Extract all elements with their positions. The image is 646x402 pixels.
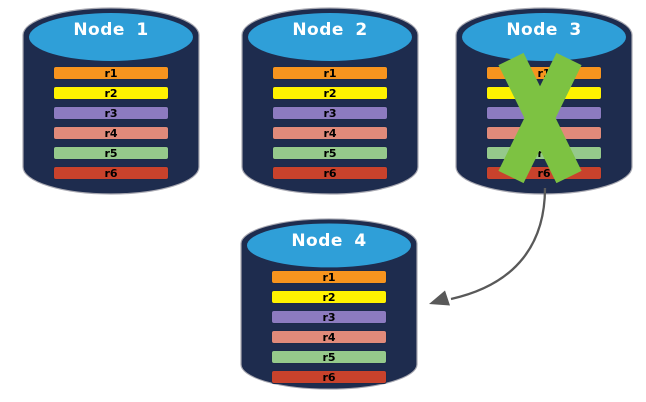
record-label: r6 (323, 166, 337, 180)
record-bar-r3: r3 (486, 106, 602, 120)
cylinder-top (462, 13, 626, 61)
record-label: r1 (322, 270, 336, 284)
record-label: r4 (322, 330, 336, 344)
node-1: Node 1 r1 r2 r3 r4 r5 r6 (22, 7, 200, 195)
record-label: r2 (323, 86, 337, 100)
node-title: Node 1 (73, 20, 149, 40)
record-label: r5 (537, 146, 551, 160)
node-2: Node 2 r1 r2 r3 r4 r5 r6 (241, 7, 419, 195)
record-bar-r2: r2 (272, 86, 388, 100)
record-label: r2 (537, 86, 551, 100)
record-list: r1 r2 r3 r4 r5 r6 (486, 66, 602, 180)
cylinder-top (29, 13, 193, 61)
record-label: r6 (322, 370, 336, 384)
record-bar-r1: r1 (486, 66, 602, 80)
record-list: r1 r2 r3 r4 r5 r6 (271, 270, 387, 384)
record-bar-r4: r4 (486, 126, 602, 140)
record-bar-r2: r2 (486, 86, 602, 100)
record-bar-r1: r1 (53, 66, 169, 80)
record-list: r1 r2 r3 r4 r5 r6 (272, 66, 388, 180)
record-bar-r6: r6 (486, 166, 602, 180)
record-label: r1 (104, 66, 118, 80)
record-label: r6 (104, 166, 118, 180)
record-bar-r5: r5 (486, 146, 602, 160)
arrowhead (429, 290, 450, 306)
node-title: Node 2 (292, 20, 368, 40)
record-label: r1 (537, 66, 551, 80)
record-label: r3 (104, 106, 118, 120)
record-bar-r1: r1 (272, 66, 388, 80)
record-bar-r6: r6 (53, 166, 169, 180)
record-bar-r4: r4 (53, 126, 169, 140)
record-label: r5 (323, 146, 337, 160)
record-label: r4 (537, 126, 551, 140)
record-bar-r1: r1 (271, 270, 387, 284)
record-bar-r2: r2 (53, 86, 169, 100)
node-4: Node 4 r1 r2 r3 r4 r5 r6 (240, 218, 418, 390)
cylinder-top (247, 223, 411, 268)
node-title: Node 3 (506, 20, 582, 40)
record-bar-r6: r6 (271, 370, 387, 384)
record-label: r5 (322, 350, 336, 364)
database-cylinder-icon (240, 218, 418, 390)
record-list: r1 r2 r3 r4 r5 r6 (53, 66, 169, 180)
record-bar-r5: r5 (271, 350, 387, 364)
record-bar-r5: r5 (272, 146, 388, 160)
record-label: r3 (537, 106, 551, 120)
record-label: r5 (104, 146, 118, 160)
record-bar-r3: r3 (271, 310, 387, 324)
record-bar-r6: r6 (272, 166, 388, 180)
record-bar-r5: r5 (53, 146, 169, 160)
record-bar-r3: r3 (272, 106, 388, 120)
record-label: r3 (322, 310, 336, 324)
record-bar-r4: r4 (272, 126, 388, 140)
record-label: r3 (323, 106, 337, 120)
record-label: r2 (104, 86, 118, 100)
record-label: r4 (323, 126, 337, 140)
record-bar-r4: r4 (271, 330, 387, 344)
record-label: r6 (537, 166, 551, 180)
failover-arrow (429, 187, 547, 306)
record-label: r4 (104, 126, 118, 140)
record-bar-r3: r3 (53, 106, 169, 120)
node-title: Node 4 (291, 231, 367, 251)
node-3: Node 3 r1 r2 r3 r4 r5 r6 (455, 7, 633, 195)
record-label: r1 (323, 66, 337, 80)
record-label: r2 (322, 290, 336, 304)
record-bar-r2: r2 (271, 290, 387, 304)
cylinder-top (248, 13, 412, 61)
